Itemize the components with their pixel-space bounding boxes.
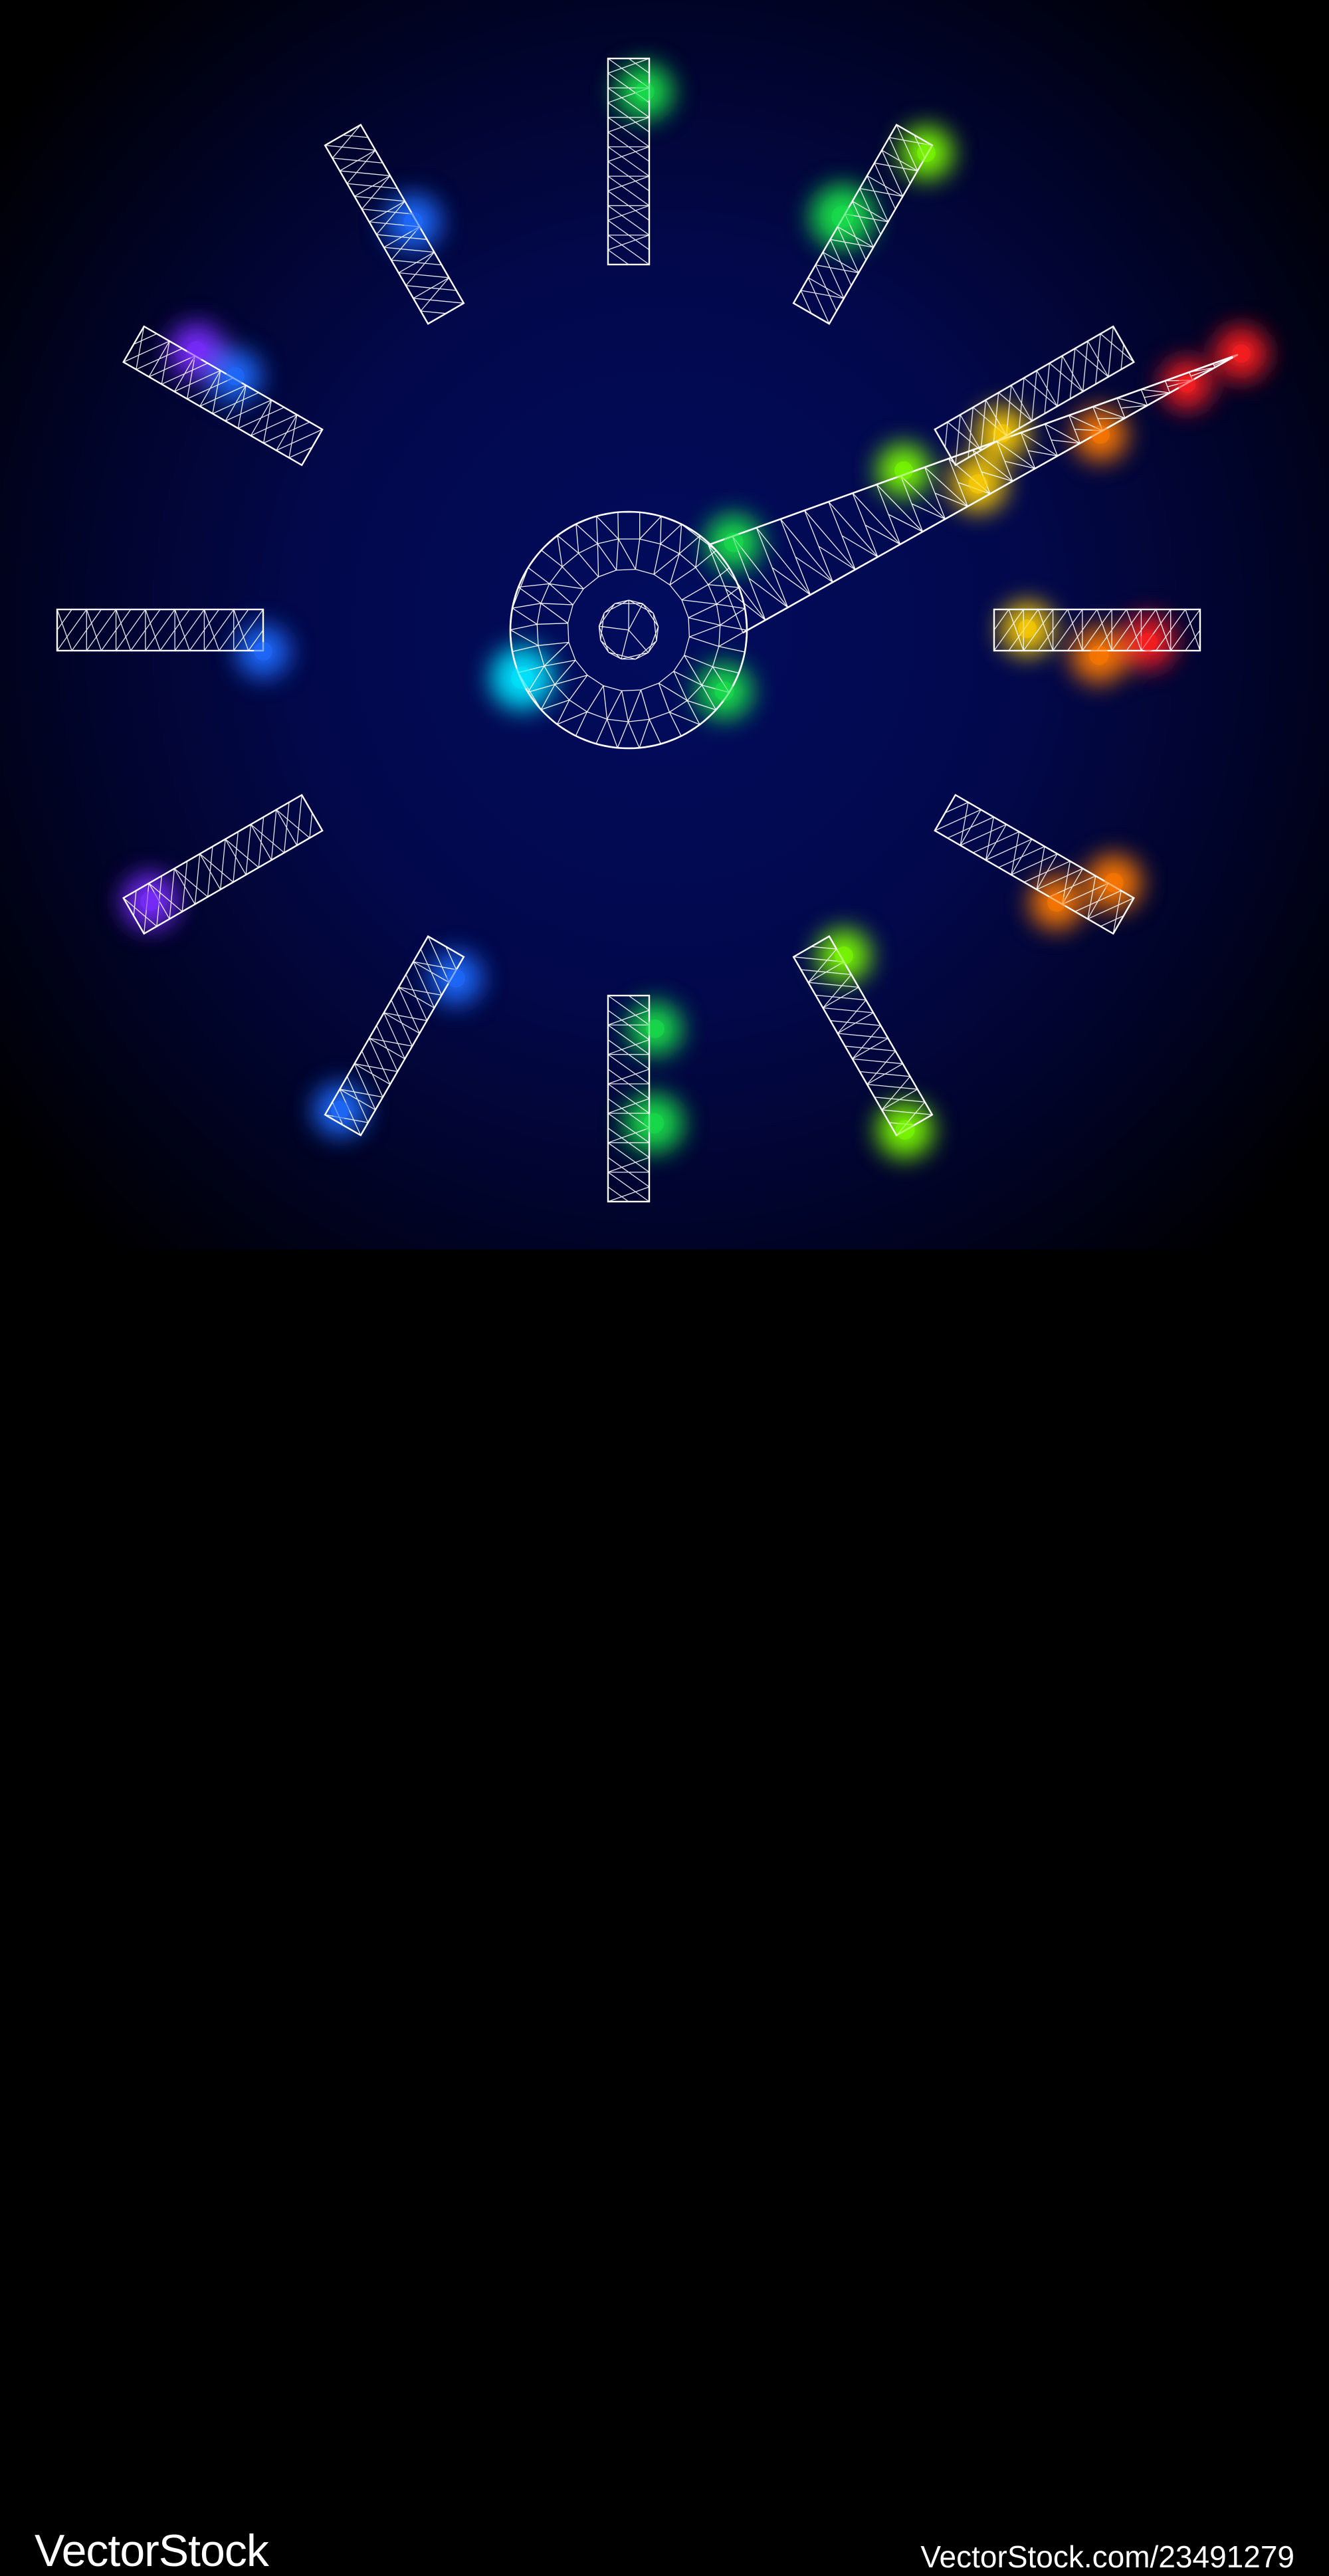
needle-hub-circle: [509, 510, 748, 750]
hour-mark: [934, 794, 1135, 935]
watermark-brand: VectorStock: [35, 2525, 269, 2576]
hour-mark: [56, 608, 264, 652]
hour-mark: [607, 994, 651, 1203]
hour-mark: [934, 325, 1135, 467]
watermark-bar: VectorStock VectorStock.com/23491279: [0, 1249, 1329, 2573]
hour-mark: [607, 57, 651, 266]
background: [0, 0, 1329, 1364]
clock-dial-illustration: [0, 0, 1329, 1364]
hour-mark: [324, 935, 465, 1136]
watermark-url: VectorStock.com/23491279: [920, 2539, 1294, 2574]
glow-cores: [140, 82, 1251, 1140]
